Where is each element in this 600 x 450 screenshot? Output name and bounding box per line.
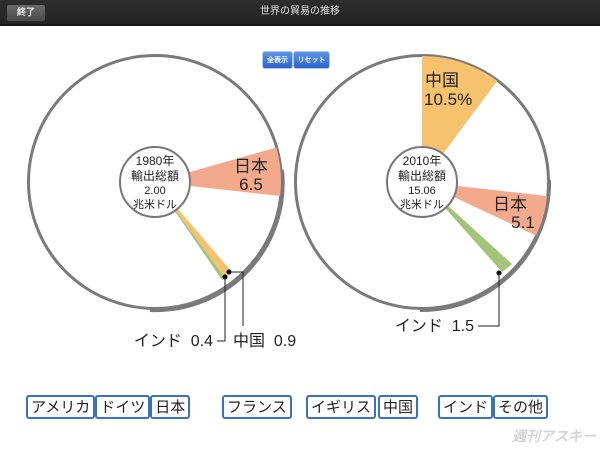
legend-item-india[interactable]: インド [438, 395, 494, 419]
center-total: 2.00 [144, 185, 165, 197]
center-total: 15.06 [408, 185, 436, 197]
legend-item-others[interactable]: その他 [493, 395, 549, 419]
center-unit: 兆米ドル [133, 198, 177, 211]
page-title: 世界の貿易の推移 [260, 6, 340, 17]
legend-group-1: アメリカ ドイツ 日本 [26, 395, 191, 419]
watermark: 週刊アスキー [512, 429, 596, 445]
center-caption: 輸出総額 [398, 168, 446, 183]
value-japan: 5.1 [511, 213, 535, 232]
legend-item-uk[interactable]: イギリス [306, 395, 377, 419]
legend-item-china[interactable]: 中国 [378, 395, 419, 419]
callout-china: 中国 0.9 [233, 332, 296, 350]
show-all-button[interactable]: 全表示 [262, 51, 293, 69]
label-china: 中国 [425, 71, 459, 90]
label-japan: 日本 [234, 157, 268, 176]
value-china: 10.5% [424, 90, 472, 109]
legend-group-4: インド その他 [438, 395, 549, 419]
legend-item-germany[interactable]: ドイツ [95, 395, 151, 419]
callout-india: インド 0.4 [134, 333, 213, 350]
top-bar: 終了 世界の貿易の推移 [0, 0, 600, 26]
center-year: 2010年 [403, 154, 442, 168]
exit-button[interactable]: 終了 [6, 4, 46, 22]
center-year: 1980年 [136, 154, 175, 168]
center-label-circle [386, 146, 458, 218]
label-japan: 日本 [493, 195, 527, 214]
slice-china[interactable] [422, 55, 498, 182]
legend-group-2: フランス [222, 395, 292, 419]
legend-item-japan[interactable]: 日本 [150, 395, 191, 419]
callout-india: インド 1.5 [395, 318, 474, 335]
pie-1980[interactable] [27, 54, 285, 342]
legend-item-america[interactable]: アメリカ [26, 395, 96, 419]
center-caption: 輸出総額 [131, 168, 179, 183]
legend-group-3: イギリス 中国 [306, 395, 419, 419]
reset-button[interactable]: リセット [293, 51, 330, 69]
pie-2010[interactable] [294, 54, 552, 327]
legend-item-france[interactable]: フランス [222, 395, 292, 419]
value-japan: 6.5 [239, 175, 263, 194]
center-unit: 兆米ドル [400, 198, 444, 211]
center-label-circle [119, 146, 191, 218]
